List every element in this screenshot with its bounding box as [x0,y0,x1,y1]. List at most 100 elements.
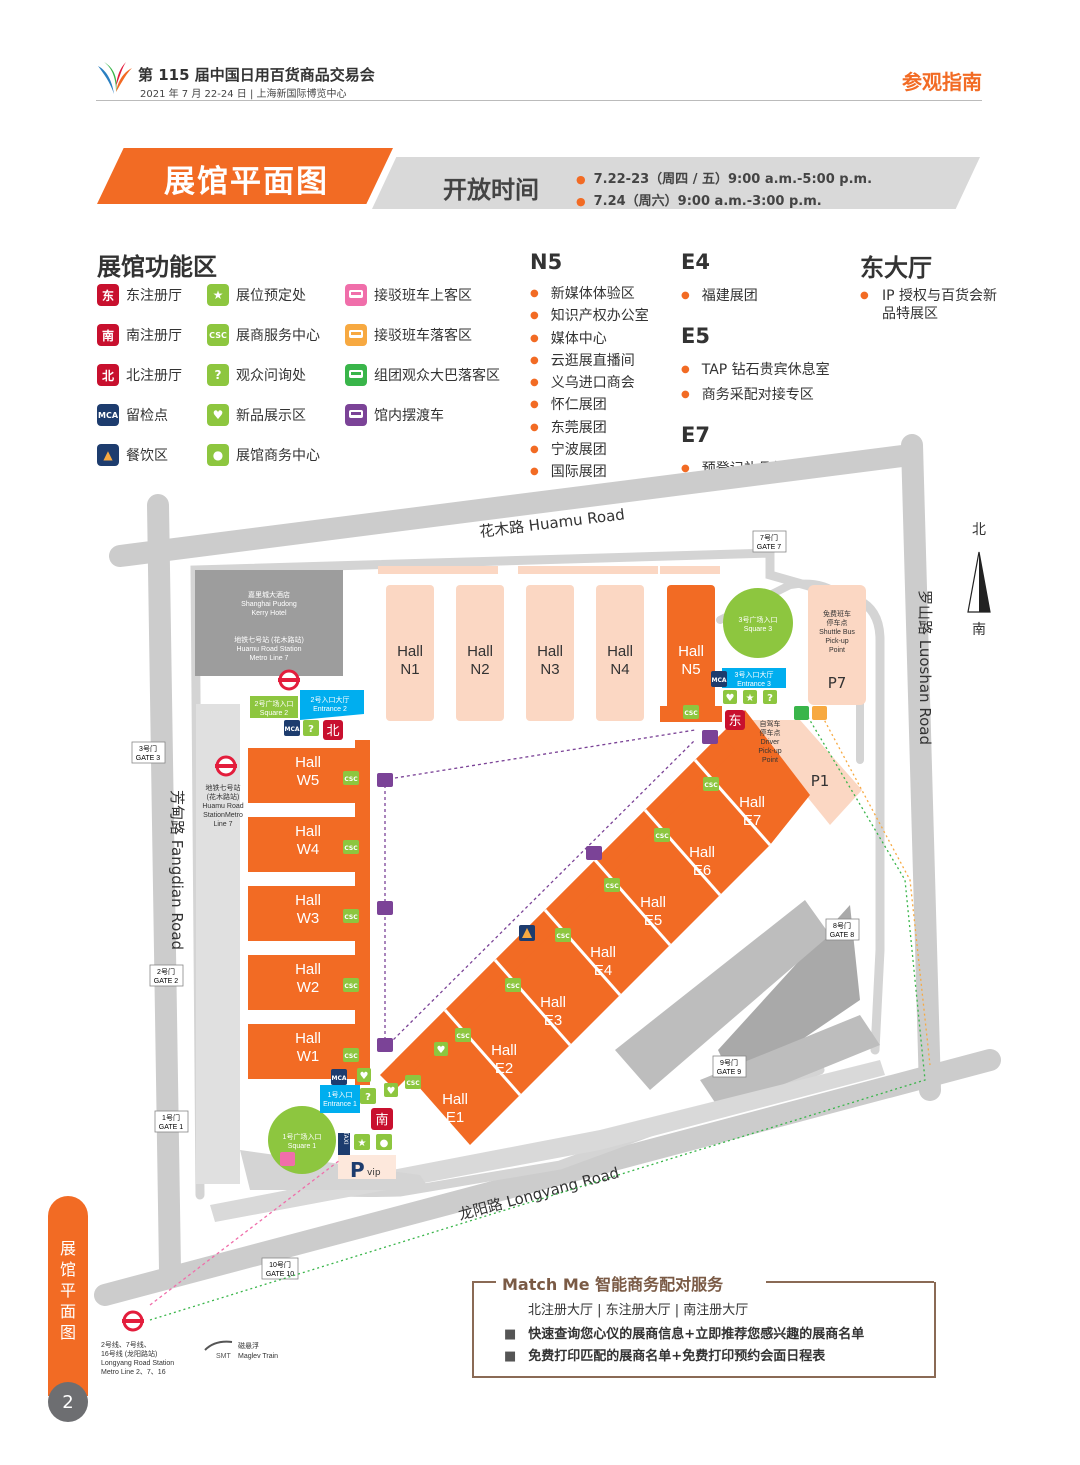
legend-label: 组团观众大巴落客区 [374,368,500,384]
in-hall-shuttle-bus-icon [702,730,718,744]
banner-title: 展馆平面图 [164,164,329,200]
legend-label: 新品展示区 [236,408,306,424]
legend-item: ?观众问询处 [207,364,320,386]
luoshan-road-label: 罗山路 Luoshan Road [916,590,934,745]
north-hall-labels: Hall N1 Hall N2 Hall N3 Hall N4 Hall N5 [397,643,704,678]
svg-text:地铁七号站: 地铁七号站 [206,783,241,792]
fangdian-road-label: 芳甸路 Fangdian Road [168,790,186,950]
svg-text:?: ? [365,1092,371,1103]
banner-orange-band [97,148,393,204]
hall-w5-label-b: W5 [297,772,320,789]
legend-item: 东东注册厅 [97,284,182,306]
hall-w1-label-b: W1 [297,1048,320,1065]
hall-e1-label-b: E1 [446,1109,464,1126]
compass-north: 北 [972,522,986,538]
match-me-subtitle: 北注册大厅 | 东注册大厅 | 南注册大厅 [528,1303,749,1318]
question-icon [303,720,319,736]
svg-text:MCA: MCA [284,726,299,733]
compass: 北 南 [967,522,991,638]
hall-n5 [667,585,715,721]
north-top-bar-3 [660,566,720,574]
svg-text:Pick-up: Pick-up [758,748,781,755]
parking-vip-label: vip [367,1168,381,1178]
hall-e6-label-a: Hall [689,844,715,861]
hall-n5-label-a: Hall [678,643,704,660]
legend-item: 馆内摆渡车 [345,404,500,426]
csc-label: CSC [456,1033,470,1040]
hall-w1-label-a: Hall [295,1030,321,1047]
e4-list: 福建展团 [681,285,758,307]
match-me-item: 免费打印匹配的展商名单+免费打印预约会面日程表 [504,1345,825,1364]
legend-item: ★展位预定处 [207,284,320,306]
svg-text:2号门: 2号门 [157,967,175,976]
legend-label: 南注册厅 [126,328,182,344]
legend-item: 接驳班车落客区 [345,324,500,346]
exhibitor-service-csc-icon: CSC [343,840,359,854]
legend-label: 北注册厅 [126,368,182,384]
metro-block-west [196,704,240,1184]
exhibitor-service-csc-icon: CSC [455,1028,471,1042]
in-hall-shuttle-bus-icon [345,404,367,426]
metro-icon [278,669,300,691]
csc-label: CSC [704,782,718,789]
hall-e1-label-a: Hall [442,1091,468,1108]
in-hall-shuttle-bus-icon [377,901,393,915]
shuttle-point-label: 免费班车 停车点 Shuttle Bus Pick-up Point [819,609,855,654]
hall-e4-label-b: E4 [594,962,612,979]
svg-text:GATE 9: GATE 9 [717,1069,741,1076]
hall-n4-label-b: N4 [610,661,629,678]
p7-label: P7 [828,674,847,692]
legend-label: 展商服务中心 [236,328,320,344]
svg-text:GATE 1: GATE 1 [159,1124,183,1131]
svg-text:Point: Point [829,647,845,654]
svg-text:Point: Point [762,757,778,764]
service-glyphs: ♥★? ??♥ ♥♥★● [308,693,773,1149]
shuttle-pickup-bus-icon [280,1152,295,1166]
legend-label: 接驳班车落客区 [374,328,472,344]
legend-item: 组团观众大巴落客区 [345,364,500,386]
svg-text:Shanghai Pudong: Shanghai Pudong [241,601,297,608]
side-tab-text: 展馆平面图 [59,1239,76,1342]
person-icon: ● [207,444,229,466]
heart-icon [434,1042,448,1056]
svg-text:★: ★ [358,1138,367,1149]
group-coach-bus-icon [794,706,809,720]
csc-label: CSC [344,914,358,921]
hall-e2-label-a: Hall [491,1042,517,1059]
legend-item: ●展馆商务中心 [207,444,320,466]
svg-text:Shuttle Bus: Shuttle Bus [819,629,855,636]
match-me-box [472,1282,936,1378]
west-spine [355,740,370,1085]
list-item: 商务采配对接专区 [681,384,830,406]
hall-w3-label-b: W3 [297,910,320,927]
shuttle-dropoff-bus-icon [812,706,827,720]
svg-text:?: ? [308,724,314,735]
e4-title: E4 [681,250,710,274]
exhibitor-service-csc-icon: CSC [555,928,571,942]
square-2 [250,696,298,718]
east-registration-icon: 东 [725,710,745,730]
hall-n2-label-b: N2 [470,661,489,678]
svg-text:3号门: 3号门 [139,744,157,753]
match-me-item: 快速查询您心仪的展商信息+立即推荐您感兴趣的展商名单 [504,1323,864,1342]
entrance-3 [722,668,786,688]
list-item: 义乌进口商会 [530,372,649,394]
svg-text:MCA: MCA [331,1075,346,1082]
hall-n3-label-a: Hall [537,643,563,660]
header-divider [96,100,982,101]
hall-n4 [596,585,644,721]
legend-label: 东注册厅 [126,288,182,304]
rail-block-1 [718,905,860,1085]
hall-n4-label-a: Hall [607,643,633,660]
match-me-border-left [472,1281,496,1283]
exhibitor-service-csc-icon: CSC [683,705,699,719]
svg-text:Entrance 1: Entrance 1 [323,1101,357,1108]
north-halls [378,566,722,722]
svg-text:免费班车: 免费班车 [823,609,851,618]
hall-w2-label-a: Hall [295,961,321,978]
